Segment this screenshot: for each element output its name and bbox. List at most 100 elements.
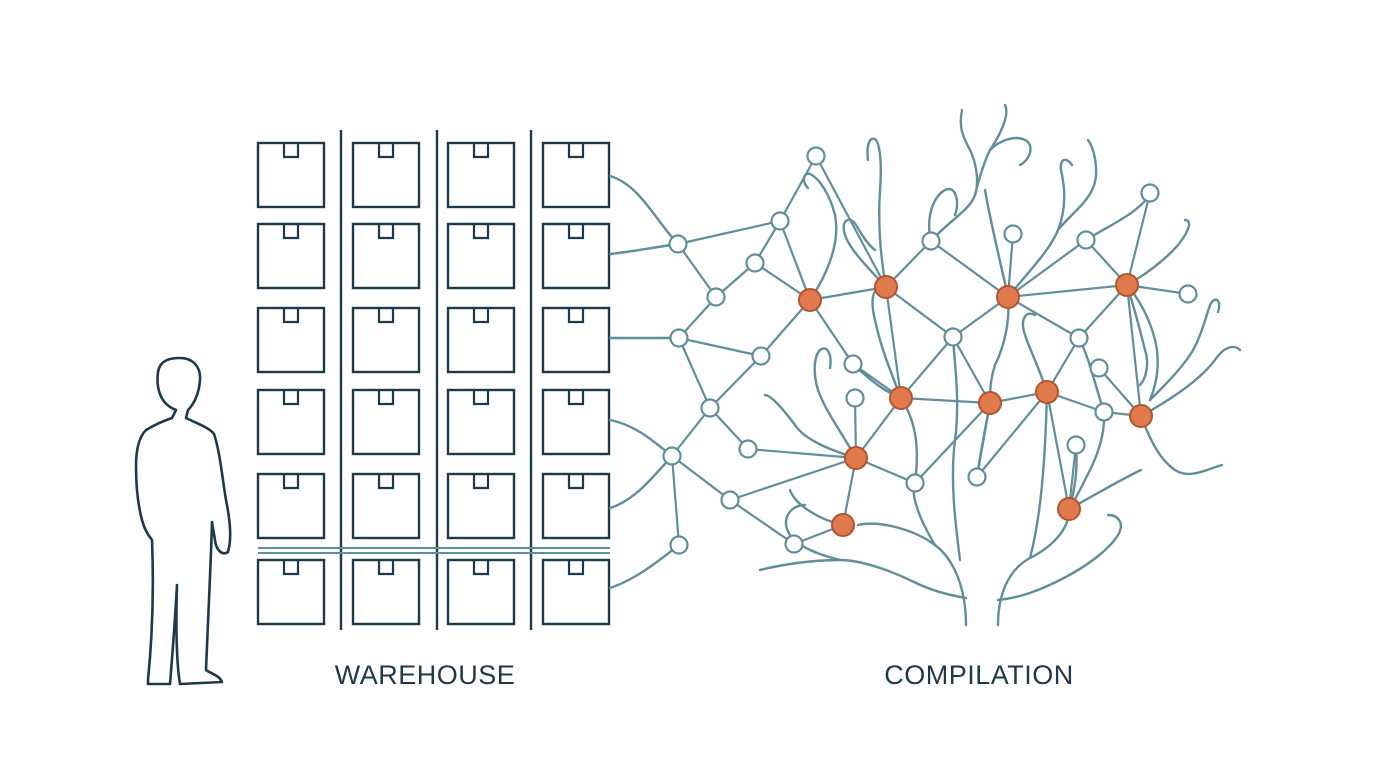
network-edge xyxy=(708,354,763,410)
box-icon xyxy=(256,558,326,626)
network-edge xyxy=(899,396,992,405)
hub-node-icon xyxy=(798,288,822,312)
box-icon xyxy=(256,388,326,456)
box-icon xyxy=(351,306,421,374)
network-node-icon xyxy=(745,253,765,273)
network-node-icon xyxy=(1066,435,1086,455)
network-node-icon xyxy=(1094,402,1114,422)
network-node-icon xyxy=(1069,328,1089,348)
network-node-icon xyxy=(700,398,720,418)
network-edge xyxy=(670,454,732,502)
box-icon xyxy=(541,306,611,374)
box-icon xyxy=(446,558,516,626)
hub-node-icon xyxy=(1035,380,1059,404)
network-node-icon xyxy=(843,354,863,374)
hub-node-icon xyxy=(1115,273,1139,297)
box-icon xyxy=(256,222,326,290)
network-edge xyxy=(1006,283,1129,299)
hub-node-icon xyxy=(978,391,1002,415)
box-icon xyxy=(446,222,516,290)
network-node-icon xyxy=(845,388,865,408)
hub-node-icon xyxy=(831,513,855,537)
network-node-icon xyxy=(967,467,987,487)
network-node-icon xyxy=(751,346,771,366)
box-icon xyxy=(351,222,421,290)
network-edge xyxy=(913,401,992,485)
network-edge xyxy=(1125,191,1152,287)
box-icon xyxy=(541,472,611,540)
network-node-icon xyxy=(1140,183,1160,203)
network-edge xyxy=(884,285,955,339)
network-edge xyxy=(951,335,992,405)
box-icon xyxy=(541,222,611,290)
network-edge xyxy=(975,390,1049,479)
network-edge xyxy=(1045,390,1071,511)
warehouse-shelf xyxy=(258,130,610,630)
box-icon xyxy=(446,141,516,209)
compilation-label: COMPILATION xyxy=(884,660,1074,690)
network-edge xyxy=(975,401,992,479)
box-grid xyxy=(256,141,611,626)
network-node-icon xyxy=(669,328,689,348)
network-edge xyxy=(854,396,903,460)
network-edge xyxy=(1006,295,1081,340)
network-edge xyxy=(808,298,855,366)
network-node-icon xyxy=(1003,224,1023,244)
box-icon xyxy=(541,558,611,626)
network-node-icon xyxy=(738,439,758,459)
hub-node-icon xyxy=(1057,497,1081,521)
network-node-icon xyxy=(669,535,689,555)
network-node-icon xyxy=(784,534,804,554)
box-icon xyxy=(351,388,421,456)
network-edge xyxy=(677,336,712,410)
coral-tree-branches xyxy=(758,103,1242,627)
box-icon xyxy=(256,141,326,209)
network-edge xyxy=(929,239,1010,299)
network-edge xyxy=(884,285,903,400)
connector-lines xyxy=(608,174,681,590)
box-icon xyxy=(351,472,421,540)
network-edge xyxy=(728,498,796,546)
network-edge xyxy=(670,454,681,547)
network-node-icon xyxy=(1089,358,1109,378)
network-node-icon xyxy=(921,231,941,251)
box-icon xyxy=(446,388,516,456)
hub-node-icon xyxy=(1129,404,1153,428)
network-edge xyxy=(728,456,858,502)
network-edge xyxy=(670,406,712,458)
hub-node-icon xyxy=(996,285,1020,309)
box-icon xyxy=(351,141,421,209)
network-edge xyxy=(746,447,858,460)
box-icon xyxy=(351,558,421,626)
network-node-icon xyxy=(1178,284,1198,304)
network-edge xyxy=(676,219,782,246)
network-edge xyxy=(778,219,812,302)
warehouse-label: WAREHOUSE xyxy=(334,660,516,690)
hub-node-icon xyxy=(889,386,913,410)
network-edge xyxy=(1125,283,1143,418)
box-icon xyxy=(541,141,611,209)
box-icon xyxy=(256,472,326,540)
box-icon xyxy=(541,388,611,456)
hub-node-icon xyxy=(874,275,898,299)
network-edge xyxy=(1006,238,1088,299)
network-edge xyxy=(814,154,888,289)
network-node-icon xyxy=(905,473,925,493)
network-node-icon xyxy=(706,287,726,307)
box-icon xyxy=(256,306,326,374)
network-node-icon xyxy=(943,327,963,347)
network-edge xyxy=(677,336,763,358)
network-nodes xyxy=(662,146,1198,555)
network-node-icon xyxy=(770,211,790,231)
network-node-icon xyxy=(1076,230,1096,250)
network-edge xyxy=(808,285,888,302)
network-edge xyxy=(676,242,718,299)
network-edge xyxy=(778,154,818,223)
network-node-icon xyxy=(720,490,740,510)
network-node-icon xyxy=(806,146,826,166)
person-icon xyxy=(134,356,232,686)
box-icon xyxy=(446,472,516,540)
hub-node-icon xyxy=(844,446,868,470)
network-edge xyxy=(899,335,955,400)
